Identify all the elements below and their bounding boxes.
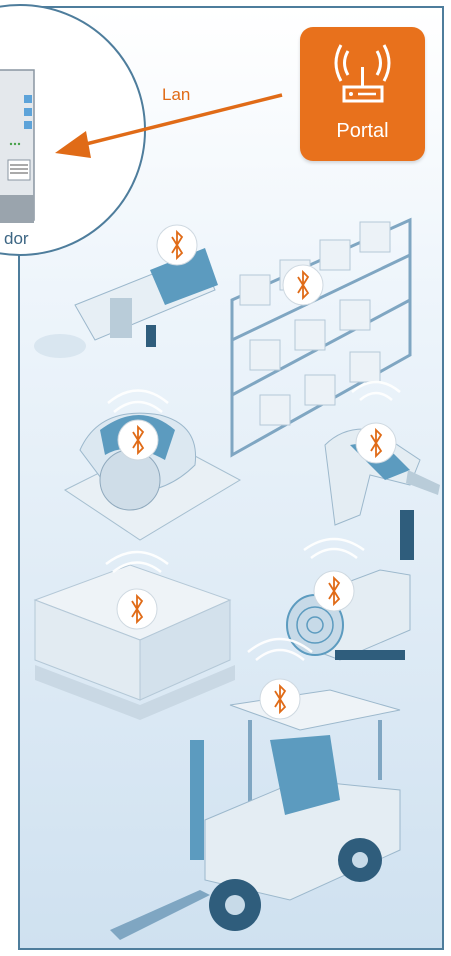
gateway-label: Portal [300,120,425,143]
bluetooth-icon [117,589,157,629]
bluetooth-icon [157,225,197,265]
bluetooth-icon [314,571,354,611]
gateway-node: Portal [300,27,425,161]
shelving-icon [232,220,410,455]
angle-grinder-icon [34,248,218,358]
forklift-icon [110,690,400,940]
bluetooth-icon [283,265,323,305]
server-icon [0,70,34,223]
lan-label: Lan [162,85,190,105]
server-label: dor [4,229,29,249]
bluetooth-icon [356,423,396,463]
bluetooth-icon [118,420,158,460]
bluetooth-icon [260,679,300,719]
pallet-boxes-icon [35,565,235,720]
router-icon [300,27,425,122]
